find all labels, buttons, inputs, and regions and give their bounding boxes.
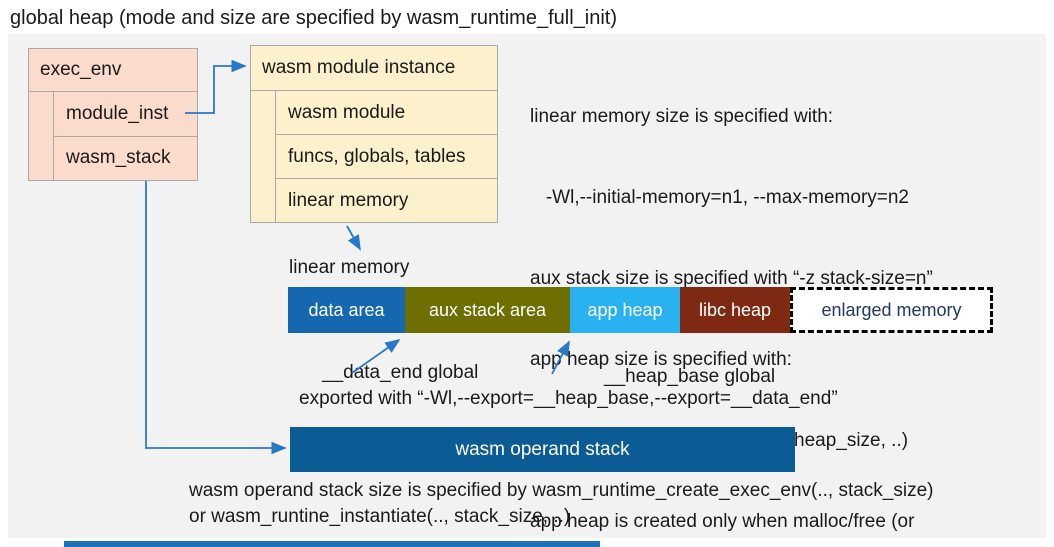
exec-env-row-wasm-stack: wasm_stack bbox=[54, 135, 197, 181]
note-line: -Wl,--initial-memory=n1, --max-memory=n2 bbox=[530, 187, 909, 208]
operand-stack-notes: wasm operand stack size is specified by … bbox=[189, 478, 934, 530]
data-end-global-label: __data_end global bbox=[322, 362, 479, 383]
note-line: aux stack size is specified with “-z sta… bbox=[530, 268, 933, 289]
segment-enlarged-memory: enlarged memory bbox=[790, 287, 993, 333]
linear-memory-label: linear memory bbox=[289, 257, 410, 278]
module-instance-body: wasm module funcs, globals, tables linea… bbox=[251, 91, 497, 222]
segment-aux-stack-area: aux stack area bbox=[405, 287, 570, 333]
module-instance-row-wasm-module: wasm module bbox=[288, 101, 406, 123]
segment-data-area: data area bbox=[288, 287, 405, 333]
wasm-operand-stack-bar: wasm operand stack bbox=[290, 427, 795, 472]
module-instance-row-linear-memory: linear memory bbox=[276, 178, 497, 222]
exec-env-box: exec_env module_inst wasm_stack bbox=[28, 48, 198, 181]
segment-app-heap: app heap bbox=[570, 287, 680, 333]
note-line: or wasm_runtine_instantiate(.., stack_si… bbox=[189, 506, 571, 527]
module-instance-indent-strip bbox=[251, 91, 276, 222]
exec-env-row-module-inst: module_inst bbox=[66, 102, 169, 124]
exported-with-label: exported with “-Wl,--export=__heap_base,… bbox=[299, 388, 838, 409]
exec-env-body: module_inst wasm_stack bbox=[29, 92, 197, 180]
linear-memory-bar: data area aux stack area app heap libc h… bbox=[288, 287, 993, 333]
note-line: wasm operand stack size is specified by … bbox=[189, 480, 934, 501]
exec-env-header: exec_env bbox=[29, 49, 197, 92]
module-instance-box: wasm module instance wasm module funcs, … bbox=[250, 45, 498, 223]
module-instance-row-funcs-globals-tables: funcs, globals, tables bbox=[276, 134, 497, 178]
heap-base-global-label: __heap_base global bbox=[604, 366, 776, 387]
module-instance-header: wasm module instance bbox=[251, 46, 497, 91]
note-line: app heap is created only when malloc/fre… bbox=[530, 511, 915, 532]
diagram-title: global heap (mode and size are specified… bbox=[10, 7, 617, 29]
footer-accent-bar bbox=[64, 541, 600, 547]
note-line: linear memory size is specified with: bbox=[530, 106, 834, 127]
segment-libc-heap: libc heap bbox=[680, 287, 790, 333]
exec-env-indent-strip bbox=[29, 92, 54, 180]
